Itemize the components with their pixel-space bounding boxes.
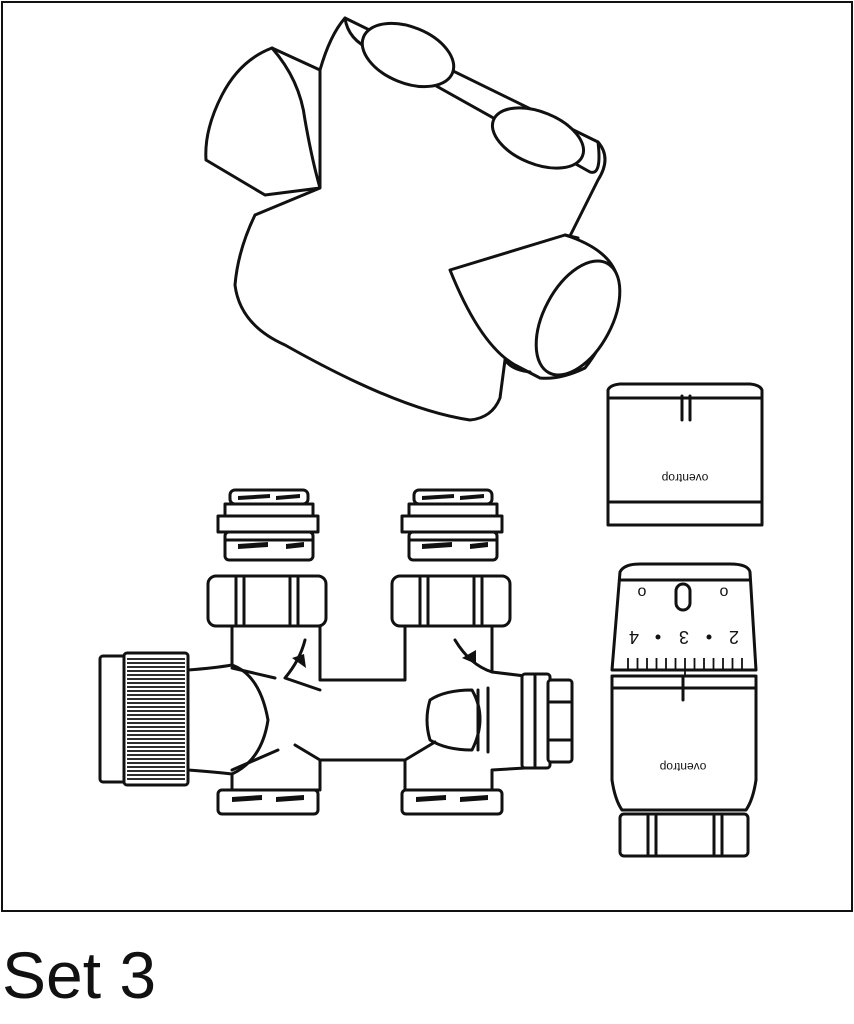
connection-block [204, 16, 622, 422]
valve-manifold [98, 488, 574, 816]
right-hex-nut [390, 574, 512, 628]
left-hex-nut [206, 574, 328, 628]
dial-scale-label: 4 [629, 627, 639, 647]
right-side-nut [520, 672, 574, 770]
knurled-handle [98, 651, 190, 787]
dial-scale-label: 3 [679, 627, 689, 647]
thermostat-head: o o 4 3 2 oventrop [610, 562, 758, 858]
diagram-frame [1, 1, 853, 912]
head-nut [618, 812, 750, 858]
right-bottom-thread [400, 788, 504, 816]
dial-mark-left: o [638, 583, 647, 600]
set-caption: Set 3 [2, 938, 157, 1012]
left-bottom-thread [216, 788, 320, 816]
dial-mark-right: o [720, 583, 729, 600]
cap-box: oventrop [606, 382, 764, 527]
brand-label-head: oventrop [659, 760, 706, 774]
right-union-top [400, 488, 504, 562]
dial-window [674, 582, 692, 612]
product-drawing: oventrop [98, 16, 764, 858]
dial-scale-label: 2 [729, 627, 739, 647]
left-union-top [216, 488, 320, 562]
brand-label-cap: oventrop [661, 471, 708, 485]
